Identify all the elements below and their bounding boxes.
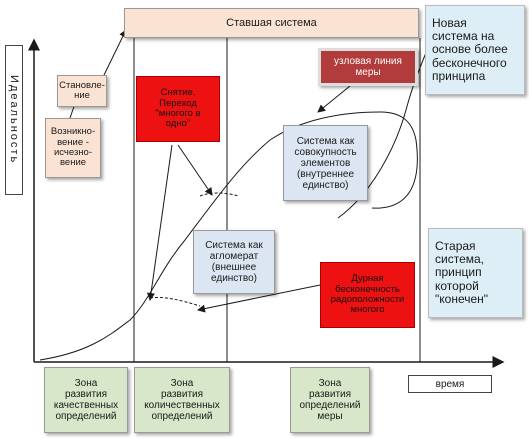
box-aglomerat: Система как агломерат (внешнее единство)	[193, 230, 275, 294]
stanovlenie-text: Становле- ние	[59, 79, 105, 101]
arrow-durnaya	[197, 284, 321, 313]
x-axis-label-text: время	[435, 378, 465, 390]
development-curve	[39, 111, 418, 361]
zone3-text: Зона развития определений меры	[299, 378, 361, 422]
x-axis-label: время	[408, 375, 492, 393]
box-novaya-sistema: Новая система на основе более бесконечно…	[425, 5, 525, 95]
box-vozniknovenie: Возникно- вение - исчезно- вение	[45, 118, 101, 178]
box-snyatie: Снятие. Переход "многого в одно"	[136, 76, 220, 142]
y-axis-label-text: Идеальность	[8, 75, 21, 165]
uzlovaya-text: узловая линия меры	[334, 56, 402, 78]
zone1-text: Зона развития качественных определений	[53, 378, 119, 422]
aglomerat-text: Система как агломерат (внешнее единство)	[205, 240, 263, 284]
staraya-sistema-text: Старая система, принцип которой "конечен…	[435, 239, 489, 306]
box-durnaya: Дурная бесконечность радоположности мног…	[320, 262, 415, 328]
snyatie-text: Снятие. Переход "многого в одно"	[155, 87, 201, 130]
box-uzlovaya: узловая линия меры	[318, 48, 418, 86]
durnaya-text: Дурная бесконечность радоположности мног…	[330, 273, 405, 316]
zone-measure: Зона развития определений меры	[290, 367, 370, 433]
zone-quantitative: Зона развития количественных определений	[134, 367, 230, 433]
dashed-fragment-2	[199, 192, 239, 197]
box-stanovlenie: Становле- ние	[57, 75, 107, 107]
arrow-uzlovaya	[317, 85, 351, 113]
zone2-text: Зона развития количественных определений	[144, 378, 220, 422]
dashed-fragment	[149, 297, 201, 307]
zone-qualitative: Зона развития качественных определений	[44, 367, 128, 433]
top-box-stavshaya: Ставшая система	[124, 8, 419, 38]
box-sovokupnost: Система как совокупность элементов (внут…	[283, 125, 368, 201]
novaya-sistema-text: Новая система на основе более бесконечно…	[432, 16, 508, 83]
arrow-snyatie-1	[147, 144, 173, 301]
arrow-snyatie-2	[177, 144, 213, 196]
vozniknovenie-text: Возникно- вение - исчезно- вение	[50, 126, 96, 169]
arrow-stanov-to-top	[103, 29, 127, 76]
top-box-text: Ставшая система	[226, 16, 317, 29]
y-axis-label: Идеальность	[5, 45, 23, 195]
sovokupnost-text: Система как совокупность элементов (внут…	[294, 135, 357, 191]
box-staraya-sistema: Старая система, принцип которой "конечен…	[428, 228, 523, 318]
